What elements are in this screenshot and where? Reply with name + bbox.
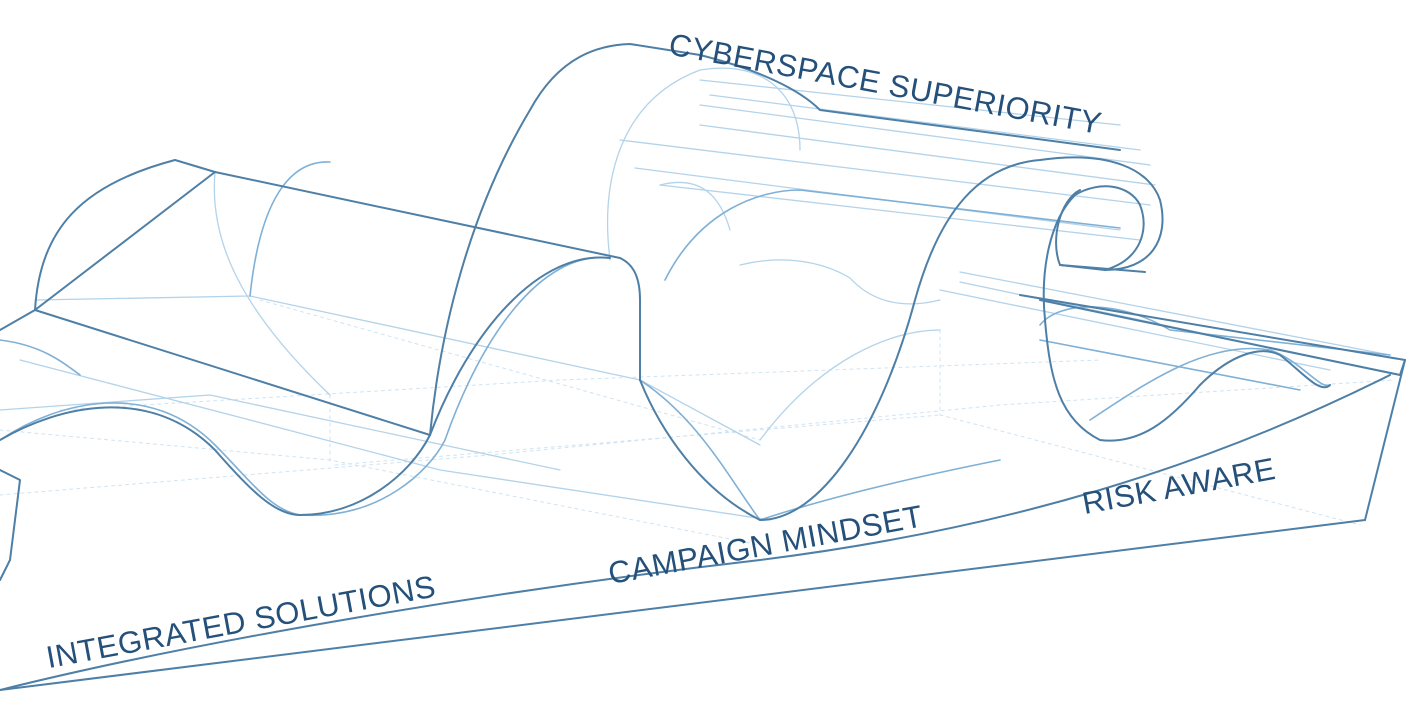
mid-edges: [0, 161, 1391, 521]
outer-outline: [0, 43, 1406, 691]
hidden-edges: [0, 67, 1391, 521]
base-grid-dotted: [0, 299, 1396, 546]
